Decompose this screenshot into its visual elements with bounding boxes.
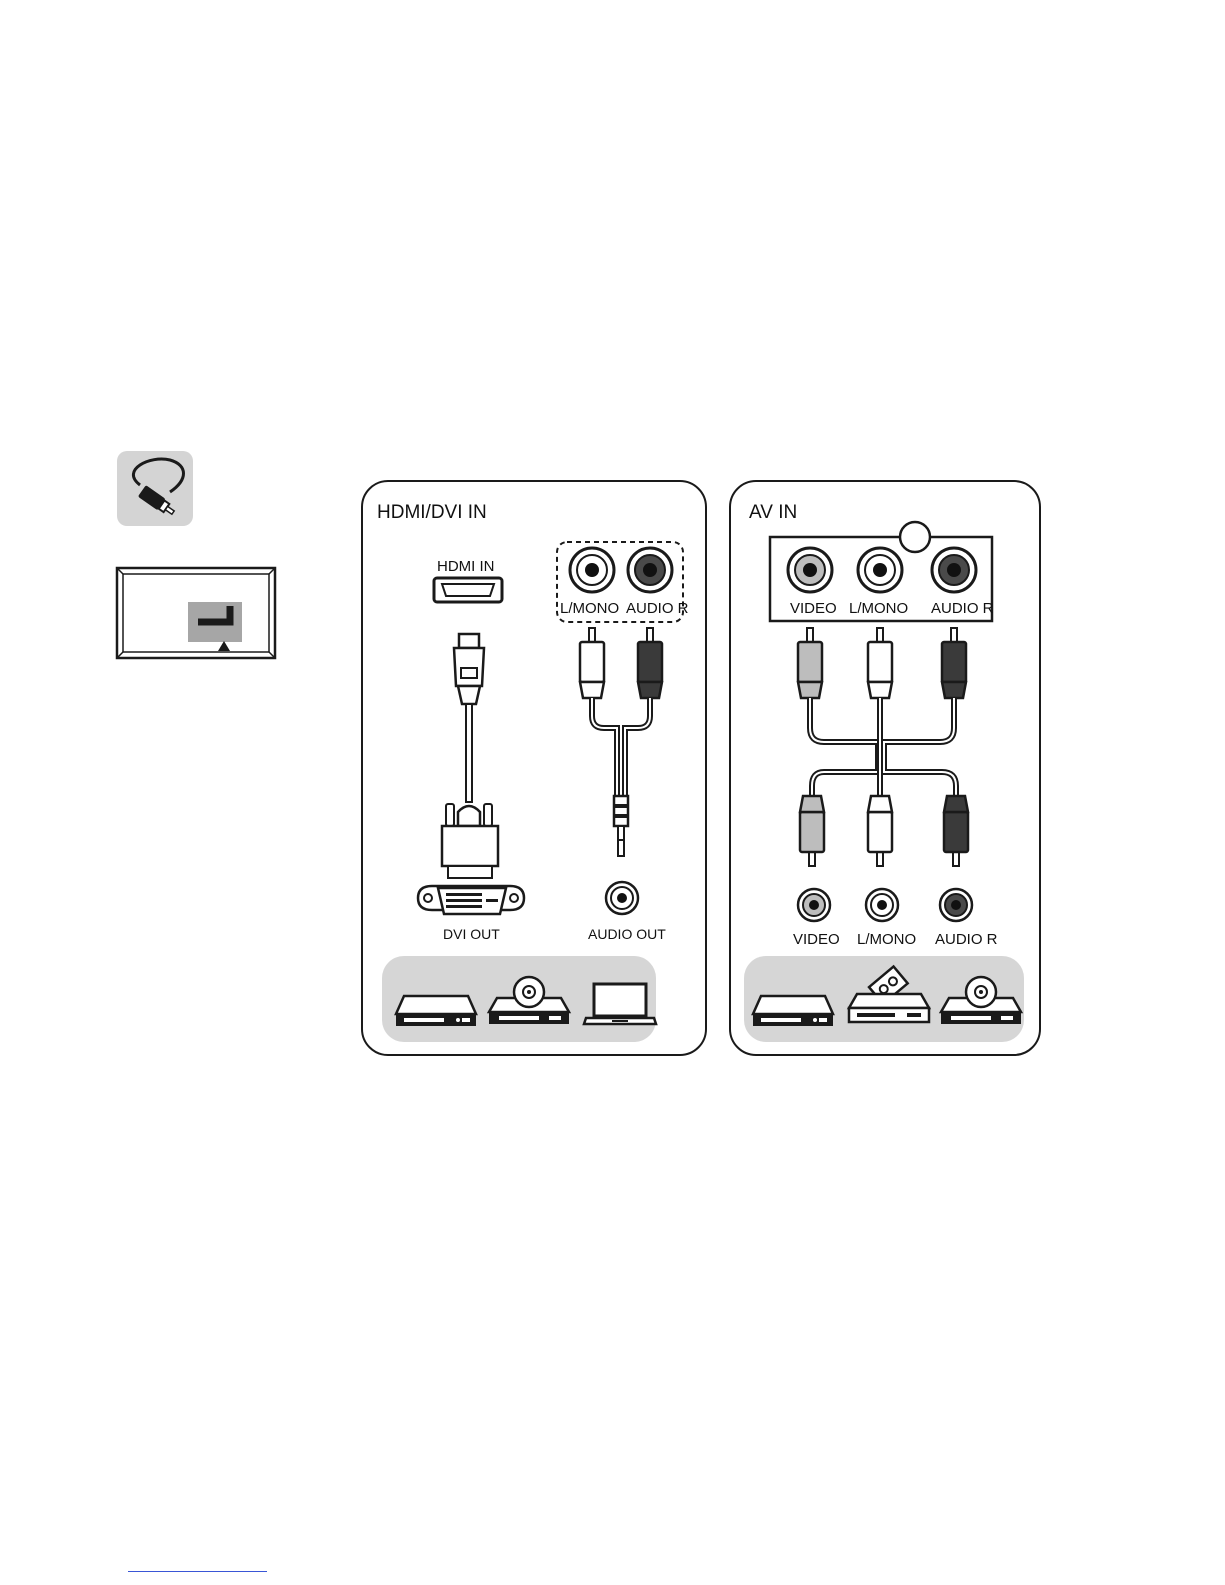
audio-out-jack-icon bbox=[606, 882, 638, 914]
av-audio-r-label: AUDIO R bbox=[931, 600, 994, 617]
hdmi-dvi-panel: HDMI/DVI IN HDMI IN bbox=[362, 481, 706, 1055]
device-audio-r-jack-icon bbox=[940, 889, 972, 921]
device-video-jack-icon bbox=[798, 889, 830, 921]
audio-r-jack-icon bbox=[628, 548, 672, 592]
av-in-panel: AV IN VIDEO L/MONO AUDIO R VIDEO bbox=[730, 481, 1040, 1055]
av-set-top-box-icon bbox=[753, 996, 833, 1026]
cable-icon bbox=[117, 451, 193, 526]
device-video-label: VIDEO bbox=[793, 931, 840, 948]
set-top-box-icon bbox=[396, 996, 476, 1026]
device-l-mono-jack-icon bbox=[866, 889, 898, 921]
av-panel-title: AV IN bbox=[749, 502, 797, 523]
av-audio-r-jack-icon bbox=[932, 548, 976, 592]
hdmi-port-icon bbox=[434, 578, 502, 602]
footer-link-underline bbox=[128, 1571, 267, 1572]
l-mono-jack-icon bbox=[570, 548, 614, 592]
hdmi-panel-title: HDMI/DVI IN bbox=[377, 502, 487, 523]
l-mono-label: L/MONO bbox=[560, 600, 619, 617]
dvi-port-icon bbox=[418, 886, 524, 914]
audio-out-label: AUDIO OUT bbox=[588, 926, 666, 942]
dvi-plug-icon bbox=[442, 804, 498, 878]
dvi-out-label: DVI OUT bbox=[443, 926, 500, 942]
device-l-mono-label: L/MONO bbox=[857, 931, 916, 948]
device-audio-r-label: AUDIO R bbox=[935, 931, 998, 948]
laptop-icon bbox=[584, 984, 656, 1024]
audio-r-label: AUDIO R bbox=[626, 600, 689, 617]
video-jack-icon bbox=[788, 548, 832, 592]
tv-back-panel-icon bbox=[117, 568, 275, 658]
av-video-label: VIDEO bbox=[790, 600, 837, 617]
hdmi-in-label: HDMI IN bbox=[437, 558, 495, 575]
av-l-mono-label: L/MONO bbox=[849, 600, 908, 617]
av-marker-circle bbox=[900, 522, 930, 552]
av-l-mono-jack-icon bbox=[858, 548, 902, 592]
